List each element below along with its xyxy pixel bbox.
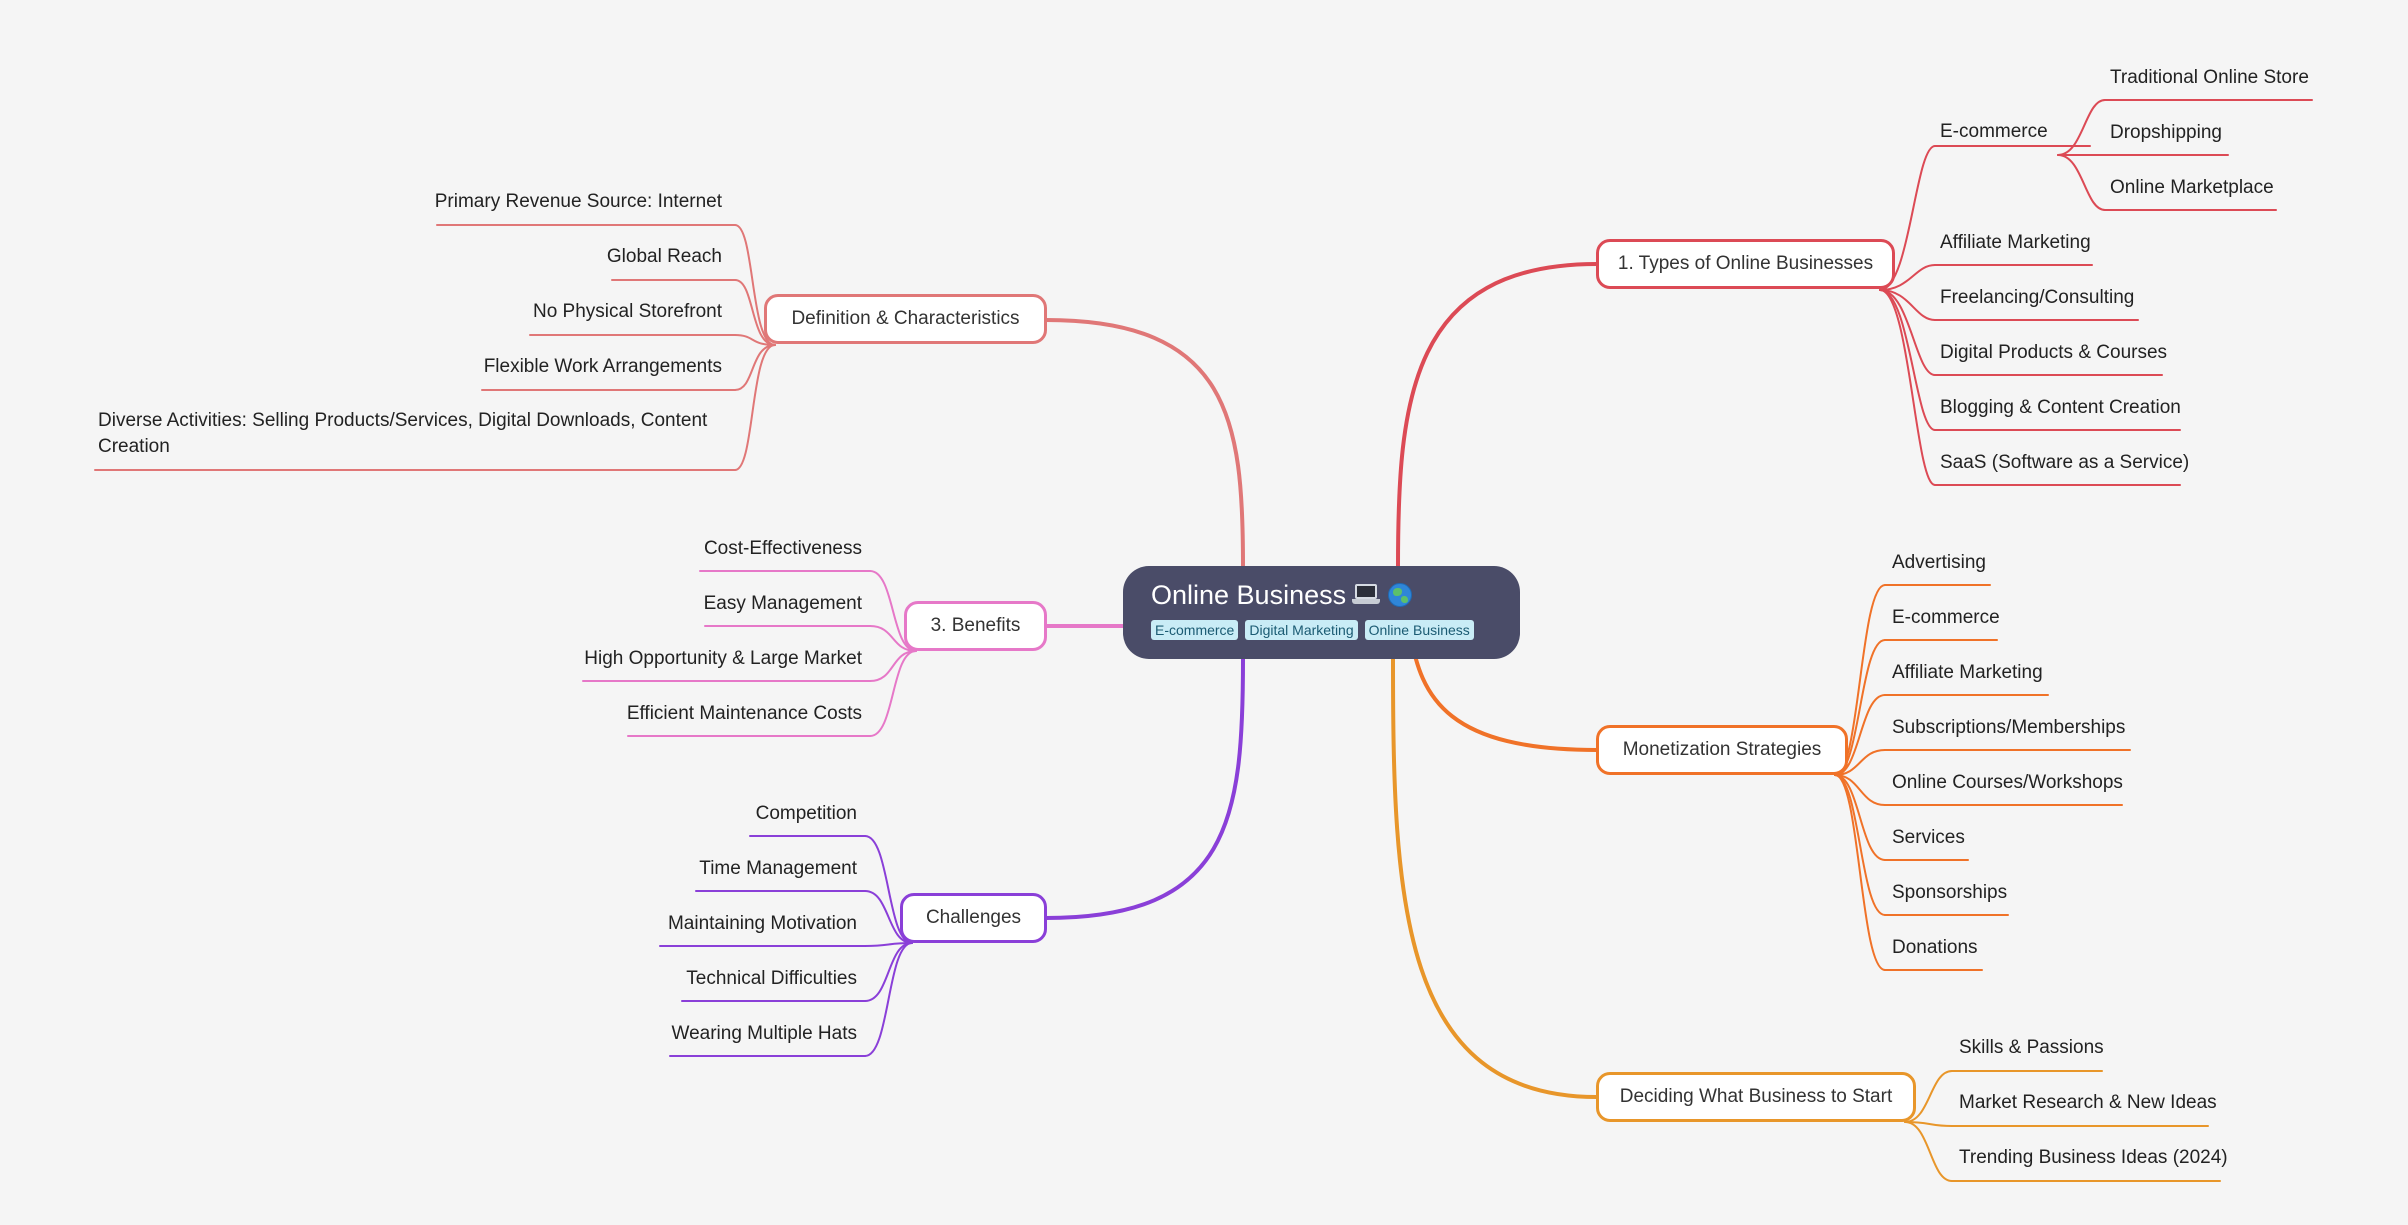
branch-benefits[interactable]: 3. Benefits (904, 601, 1047, 651)
link-ecommerce-marketplace (2057, 154, 2106, 211)
leaf-traditional-online-store[interactable]: Traditional Online Store (2110, 67, 2309, 88)
leaf-services[interactable]: Services (1892, 827, 1965, 848)
leaf-no-physical-storefront[interactable]: No Physical Storefront (532, 301, 722, 322)
link-types-saas (1879, 289, 1936, 486)
link-root-definition (1044, 318, 1245, 568)
leaf-efficient-maintenance[interactable]: Efficient Maintenance Costs (626, 703, 862, 724)
leaf-online-marketplace[interactable]: Online Marketplace (2110, 177, 2274, 198)
leaf-freelancing-consulting[interactable]: Freelancing/Consulting (1940, 287, 2135, 308)
link-cha-time (864, 890, 913, 944)
link-def-storefront (734, 334, 776, 346)
link-dec-trending (1904, 1121, 1953, 1182)
leaf-diverse-activities[interactable]: Diverse Activities: Selling Products/Ser… (98, 410, 708, 457)
link-def-flexible (734, 344, 776, 391)
link-def-diverse (734, 344, 776, 471)
tag-online-business[interactable]: Online Business (1364, 620, 1474, 640)
link-types-digital-products (1879, 289, 1936, 376)
leaf-market-research[interactable]: Market Research & New Ideas (1959, 1092, 2217, 1113)
leaf-digital-products-courses[interactable]: Digital Products & Courses (1940, 342, 2168, 363)
leaf-saas[interactable]: SaaS (Software as a Service) (1940, 452, 2190, 473)
leaf-easy-management[interactable]: Easy Management (703, 593, 862, 614)
link-mon-subscriptions (1834, 749, 1886, 776)
leaf-cost-effectiveness[interactable]: Cost-Effectiveness (703, 538, 862, 559)
tag-digital-marketing[interactable]: Digital Marketing (1245, 620, 1358, 640)
link-dec-skills (1904, 1070, 1953, 1123)
link-root-challenges (1044, 657, 1245, 920)
tag-ecommerce[interactable]: E-commerce (1151, 620, 1239, 640)
branch-deciding-what-business[interactable]: Deciding What Business to Start (1596, 1072, 1916, 1122)
leaf-dropshipping[interactable]: Dropshipping (2110, 122, 2222, 143)
leaf-mon-ecommerce[interactable]: E-commerce (1892, 607, 2000, 628)
leaf-sponsorships[interactable]: Sponsorships (1892, 882, 2008, 903)
link-types-affiliate (1879, 264, 1936, 291)
link-mon-sponsorships (1834, 774, 1886, 916)
leaf-blogging-content-creation[interactable]: Blogging & Content Creation (1940, 397, 2181, 418)
leaf-skills-passions[interactable]: Skills & Passions (1959, 1037, 2104, 1058)
link-types-freelancing (1879, 289, 1936, 321)
leaf-affiliate-marketing[interactable]: Affiliate Marketing (1940, 232, 2091, 253)
link-ben-easy (869, 625, 917, 652)
link-mon-donations (1834, 774, 1886, 971)
root-title: Online Business (1151, 580, 1347, 610)
branch-challenges[interactable]: Challenges (900, 893, 1047, 943)
leaf-competition[interactable]: Competition (755, 803, 857, 824)
leaf-technical-difficulties[interactable]: Technical Difficulties (686, 968, 857, 989)
link-types-blogging (1879, 289, 1936, 431)
leaf-donations[interactable]: Donations (1892, 937, 1978, 958)
root-node[interactable]: Online Business E-commerce Digital Marke… (1123, 566, 1520, 659)
laptop-icon (1352, 583, 1381, 607)
link-cha-hats (864, 942, 913, 1057)
link-root-deciding (1391, 657, 1599, 1099)
leaf-advertising[interactable]: Advertising (1892, 552, 1986, 573)
link-root-types (1396, 262, 1599, 568)
branch-types-of-online-businesses[interactable]: 1. Types of Online Businesses (1596, 239, 1895, 289)
leaf-maintaining-motivation[interactable]: Maintaining Motivation (667, 913, 857, 934)
branch-monetization-strategies[interactable]: Monetization Strategies (1596, 725, 1848, 775)
globe-icon (1386, 583, 1414, 607)
leaf-subscriptions-memberships[interactable]: Subscriptions/Memberships (1892, 717, 2126, 738)
leaf-ecommerce[interactable]: E-commerce (1940, 121, 2048, 142)
link-cha-technical (864, 942, 913, 1002)
leaf-online-courses-workshops[interactable]: Online Courses/Workshops (1892, 772, 2123, 793)
branch-definition-characteristics[interactable]: Definition & Characteristics (764, 294, 1047, 344)
leaf-flexible-work[interactable]: Flexible Work Arrangements (483, 356, 722, 377)
leaf-wearing-multiple-hats[interactable]: Wearing Multiple Hats (671, 1023, 857, 1044)
leaf-global-reach[interactable]: Global Reach (606, 246, 722, 267)
link-ecommerce-traditional (2057, 99, 2106, 156)
link-ben-maintenance (869, 650, 917, 737)
root-title-row: Online Business (1151, 578, 1492, 612)
leaf-trending-business-ideas[interactable]: Trending Business Ideas (2024) (1959, 1147, 2228, 1168)
leaf-time-management[interactable]: Time Management (699, 858, 857, 879)
leaf-mon-affiliate-marketing[interactable]: Affiliate Marketing (1892, 662, 2043, 683)
leaf-primary-revenue-source[interactable]: Primary Revenue Source: Internet (434, 191, 722, 212)
link-ben-opportunity (869, 650, 917, 682)
leaf-high-opportunity[interactable]: High Opportunity & Large Market (584, 648, 862, 669)
link-def-global (734, 279, 776, 346)
root-tags: E-commerce Digital Marketing Online Busi… (1151, 620, 1492, 640)
